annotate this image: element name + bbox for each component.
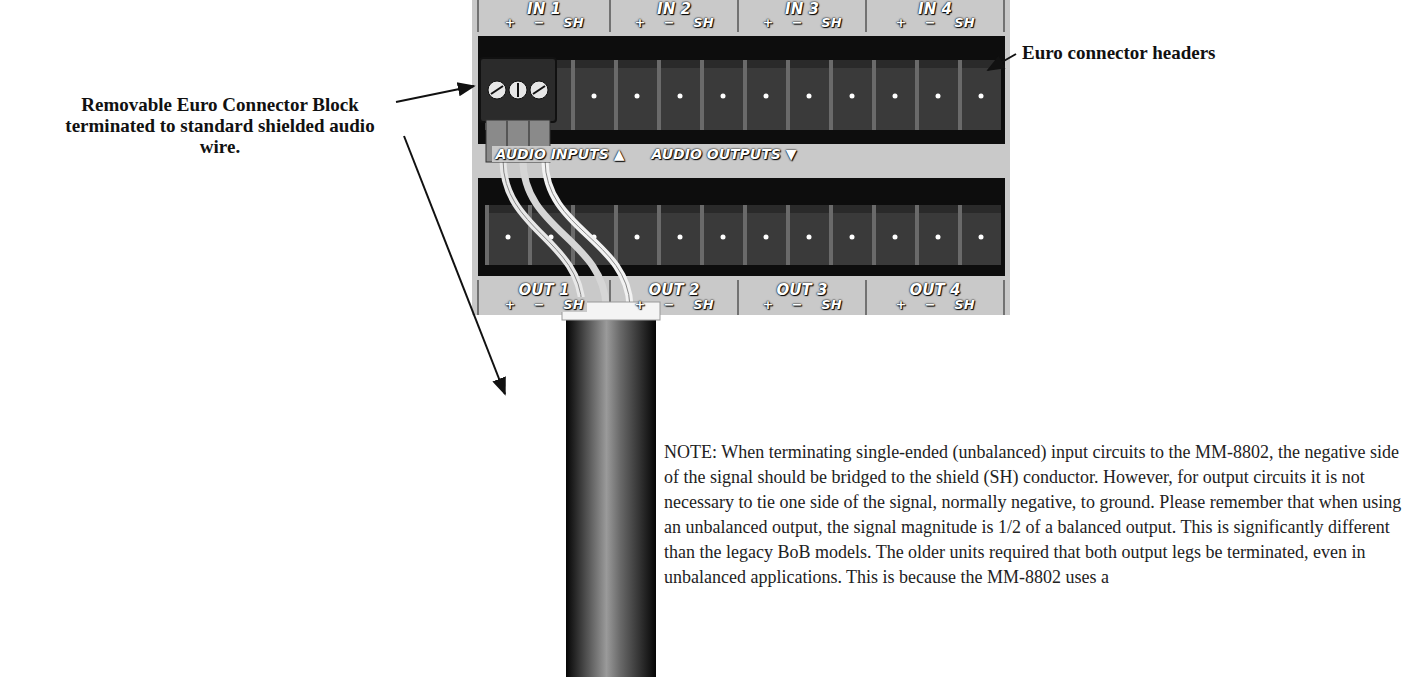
pin-label: + − SH <box>762 297 841 312</box>
channel-label: OUT 4 <box>910 281 961 299</box>
column-dividers <box>478 0 1004 315</box>
panel <box>472 0 1010 315</box>
section-label: AUDIO OUTPUTS ▼ <box>652 146 797 162</box>
pin-label: + − SH <box>895 297 974 312</box>
pin-label: + − SH <box>501 297 586 312</box>
pin-label: + − SH <box>762 15 841 30</box>
input-header <box>485 60 1001 130</box>
note-text: NOTE: When terminating single-ended (unb… <box>664 440 1404 590</box>
channel-label: OUT 2 <box>649 281 700 299</box>
wires <box>503 160 630 306</box>
pin-label: + − SH <box>634 297 713 312</box>
callout-text: Euro connector headers <box>1022 42 1216 63</box>
header-bar <box>478 36 1005 144</box>
pin-label: + − SH <box>504 15 583 30</box>
section-label: AUDIO INPUTS ▲ <box>492 146 627 162</box>
callout-text: Removable Euro Connector Block terminate… <box>50 94 390 157</box>
pin-label: + − SH <box>634 15 713 30</box>
channel-label: OUT 3 <box>777 281 828 299</box>
leader-lines <box>396 54 1016 394</box>
pin-label: + − SH <box>895 15 974 30</box>
shielded-cable <box>566 318 656 677</box>
